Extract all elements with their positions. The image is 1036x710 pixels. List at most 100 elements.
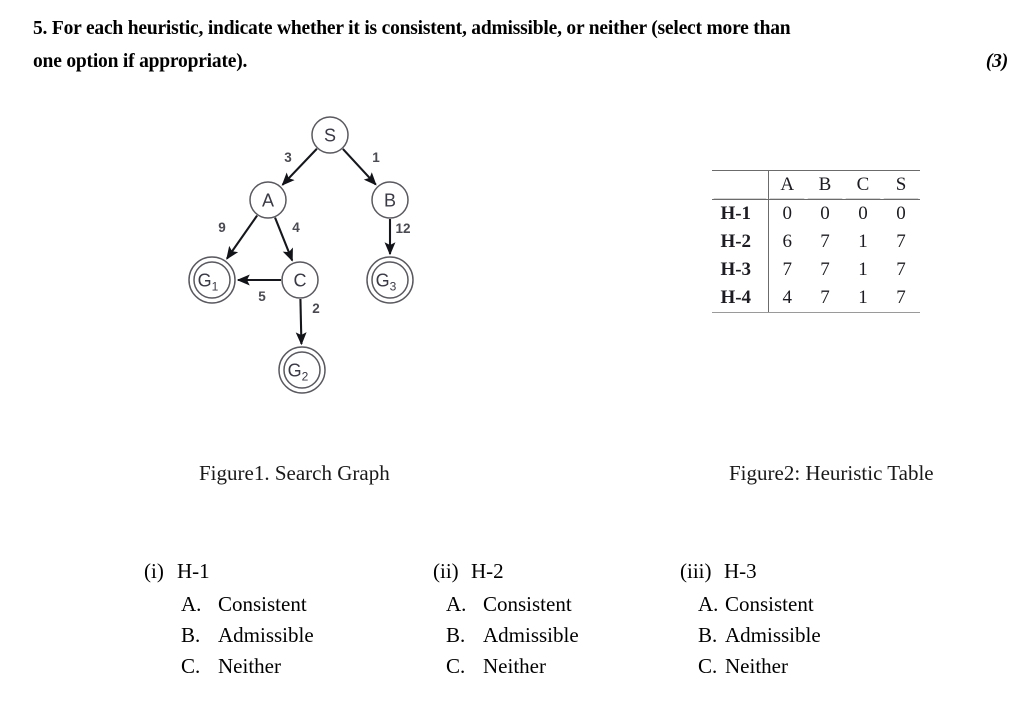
- question-line-2: one option if appropriate).: [33, 51, 248, 72]
- node-label: C: [294, 271, 307, 291]
- column-header-s: S: [882, 170, 920, 200]
- option-group-roman: (i): [144, 559, 164, 583]
- graph-node-g3: G3: [366, 256, 414, 304]
- graph-edge-s-to-a: [281, 148, 318, 186]
- graph-edge-a-to-c: [274, 217, 294, 262]
- heuristic-value-h-3-c: 1: [858, 259, 868, 280]
- node-circle: [249, 181, 287, 219]
- heuristic-value-h-3-a: 7: [767, 256, 806, 284]
- graph-edge-c-to-g2: [295, 298, 307, 346]
- node-circle: [311, 116, 349, 154]
- option-choice-text: Admissible: [483, 623, 579, 647]
- option-group-roman: (ii): [433, 559, 459, 583]
- option-choice-b[interactable]: B. Admissible: [433, 620, 579, 651]
- node-circle: [371, 261, 409, 299]
- option-choice-c[interactable]: C. Neither: [680, 651, 821, 682]
- option-choice-c[interactable]: C.Neither: [144, 651, 314, 682]
- graph-node-b: B: [371, 181, 409, 219]
- heuristic-value-h-4-s: 7: [882, 284, 920, 313]
- figure1-caption: Figure1. Search Graph: [199, 461, 390, 485]
- column-header-a: A: [767, 170, 806, 200]
- option-choice-text: Consistent: [483, 592, 572, 616]
- option-choice-text: Neither: [725, 654, 788, 678]
- row-header-h-4: H-4: [712, 284, 768, 313]
- heuristic-value-h-3-s: 7: [896, 259, 906, 280]
- heuristic-value-h-1-a: 0: [767, 199, 806, 228]
- option-group-heuristic-label: H-1: [177, 559, 210, 583]
- option-choice-text: Neither: [218, 654, 281, 678]
- node-circle: [283, 351, 321, 389]
- node-circle: [281, 261, 319, 299]
- node-label: A: [262, 191, 274, 211]
- option-group-heuristic-label: H-2: [471, 559, 504, 583]
- option-group-title: (iii)H-3: [680, 556, 821, 587]
- question-line-2-wrapper: one option if appropriate). (3): [33, 45, 1008, 78]
- edge-cost-label: 4: [292, 220, 300, 235]
- option-choice-letter: A.: [698, 592, 719, 616]
- edge-cost-label: 2: [312, 301, 320, 316]
- option-choice-letter: A.: [446, 592, 467, 616]
- option-choice-letter: C.: [698, 654, 718, 678]
- option-group-title: (i) H-1: [144, 556, 314, 587]
- edge-cost-label: 9: [218, 220, 226, 235]
- heuristic-value-h-3-b: 7: [820, 259, 830, 280]
- graph-node-s: S: [311, 116, 349, 154]
- option-group-roman: (iii): [680, 559, 712, 583]
- node-label-subscript: 1: [212, 280, 219, 294]
- option-choice-letter: C.: [446, 654, 466, 678]
- node-circle: [371, 181, 409, 219]
- node-label-subscript: 3: [390, 280, 397, 294]
- option-choice-letter: B.: [698, 623, 718, 647]
- column-header-c: C: [844, 170, 882, 200]
- option-choice-a[interactable]: A.Consistent: [144, 589, 314, 620]
- question-marks: (3): [985, 51, 1008, 72]
- option-group-title: (ii) H-2: [433, 556, 579, 587]
- heuristic-table-corner-cell: [712, 170, 768, 200]
- heuristic-value-h-4-c: 1: [844, 284, 882, 313]
- option-choice-c[interactable]: C.Neither: [433, 651, 579, 682]
- column-header-b: B: [806, 170, 844, 200]
- option-choice-letter: B.: [446, 623, 466, 647]
- option-choice-b[interactable]: B. Admissible: [144, 620, 314, 651]
- node-label: B: [384, 191, 396, 211]
- graph-edge-s-to-b: [342, 148, 377, 186]
- option-choice-text: Admissible: [218, 623, 314, 647]
- heuristic-value-h-4-a: 4: [767, 284, 806, 313]
- option-choice-a[interactable]: A.Consistent: [680, 589, 821, 620]
- figure2-caption: Figure2: Heuristic Table: [729, 461, 934, 485]
- graph-edge-a-to-g1: [226, 214, 258, 260]
- option-choice-letter: B.: [181, 623, 201, 647]
- graph-node-g2: G2: [278, 346, 326, 394]
- graph-node-c: C: [281, 261, 319, 299]
- question-line-1: 5. For each heuristic, indicate whether …: [33, 18, 791, 39]
- graph-node-g1: G1: [188, 256, 236, 304]
- heuristic-value-h-2-a: 6: [767, 228, 806, 256]
- heuristic-value-h-1-b: 0: [806, 199, 844, 228]
- row-header-h-3: H-3: [720, 259, 752, 280]
- option-choice-text: Consistent: [725, 592, 814, 616]
- question-header: 5. For each heuristic, indicate whether …: [33, 12, 1008, 78]
- node-label-subscript: 2: [302, 370, 309, 384]
- option-choice-a[interactable]: A. Consistent: [433, 589, 579, 620]
- heuristic-value-h-2-c: 1: [858, 231, 868, 252]
- heuristic-value-h-1-c: 0: [844, 199, 882, 228]
- option-choice-letter: A.: [181, 592, 202, 616]
- row-header-h-2: H-2: [720, 231, 752, 252]
- node-circle: [193, 261, 231, 299]
- option-choice-b[interactable]: B.Admissible: [680, 620, 821, 651]
